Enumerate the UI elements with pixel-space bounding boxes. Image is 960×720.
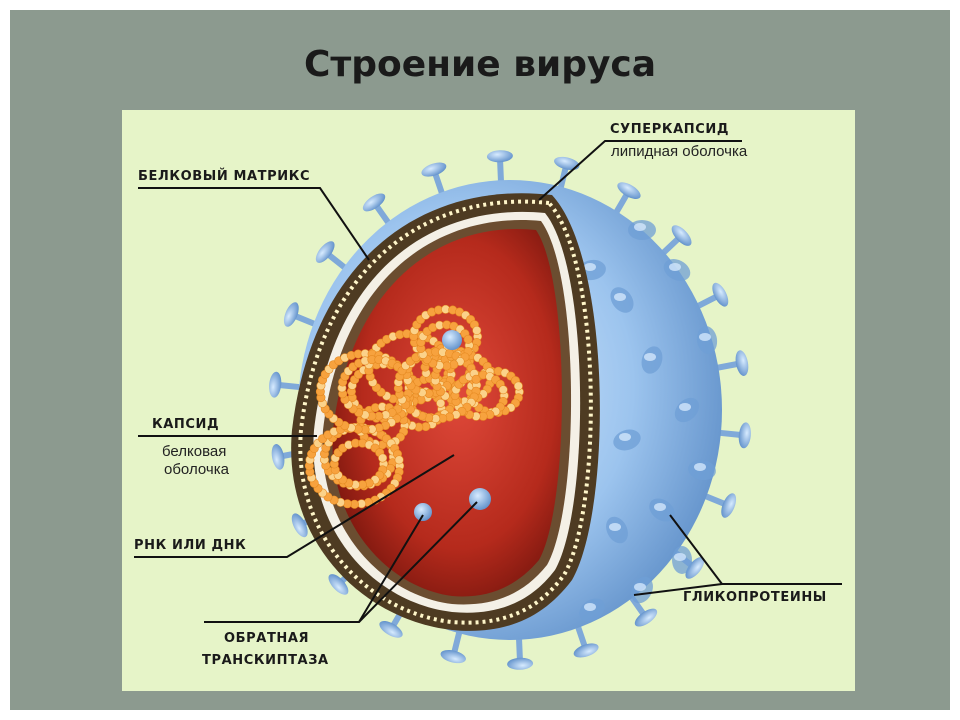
surface-blob — [613, 429, 641, 451]
spike — [486, 150, 513, 188]
label-reverse-transcriptase-1: ОБРАТНАЯ — [224, 631, 310, 646]
label-capsid-desc-2: оболочка — [164, 461, 229, 478]
spike — [315, 241, 351, 273]
spike — [699, 492, 737, 518]
spike — [573, 620, 599, 658]
surface-blob — [672, 546, 692, 574]
spike — [269, 371, 307, 398]
surface-blob — [579, 598, 605, 622]
label-glycoproteins: ГЛИКОПРОТЕИНЫ — [683, 590, 827, 605]
surface-blob — [649, 498, 675, 522]
label-capsid-desc-1: белковая — [162, 443, 227, 460]
leader-matrix — [138, 187, 370, 261]
label-rna-dna: РНК ИЛИ ДНК — [134, 538, 247, 553]
virus-illustration — [134, 140, 842, 670]
enzyme-molecule — [414, 503, 432, 521]
surface-blob — [610, 287, 634, 313]
surface-blob — [663, 259, 691, 281]
spike — [713, 422, 751, 449]
spike — [611, 182, 641, 218]
leader-rt-1 — [204, 514, 424, 623]
spike — [421, 162, 447, 200]
leader-rna — [134, 454, 455, 558]
leader-supercapsid — [538, 140, 742, 201]
spike — [362, 193, 394, 229]
diagram-panel: БЕЛКОВЫЙ МАТРИКС СУПЕРКАПСИД липидная об… — [122, 110, 855, 691]
surface-blob — [606, 516, 628, 544]
leader-rt-2 — [358, 501, 478, 623]
spike — [711, 350, 749, 376]
slide-title: Строение вируса — [303, 44, 657, 85]
slide: Строение вируса — [10, 10, 950, 710]
surface-blob — [631, 576, 653, 604]
label-reverse-transcriptase-2: ТРАНСКИПТАЗА — [202, 653, 329, 668]
label-capsid: КАПСИД — [152, 417, 220, 432]
surface-blob — [688, 459, 716, 481]
spike — [283, 302, 321, 328]
label-supercapsid-desc: липидная оболочка — [611, 143, 748, 160]
spike — [658, 225, 692, 258]
genome-coil — [304, 304, 524, 509]
spike — [692, 282, 729, 311]
leader-lines — [134, 140, 842, 623]
spike — [440, 626, 466, 664]
leader-glyco-2 — [633, 583, 723, 596]
label-supercapsid: СУПЕРКАПСИД — [610, 122, 730, 137]
lipid-bead-layer — [298, 199, 593, 625]
surface-glycoproteins — [578, 220, 718, 622]
surface-blob — [641, 346, 663, 374]
surface-blob — [696, 326, 718, 354]
spike — [507, 632, 534, 670]
enzyme-molecule — [442, 330, 462, 350]
label-protein-matrix: БЕЛКОВЫЙ МАТРИКС — [138, 169, 311, 184]
surface-blob — [674, 397, 700, 423]
surface-blob — [628, 220, 656, 240]
